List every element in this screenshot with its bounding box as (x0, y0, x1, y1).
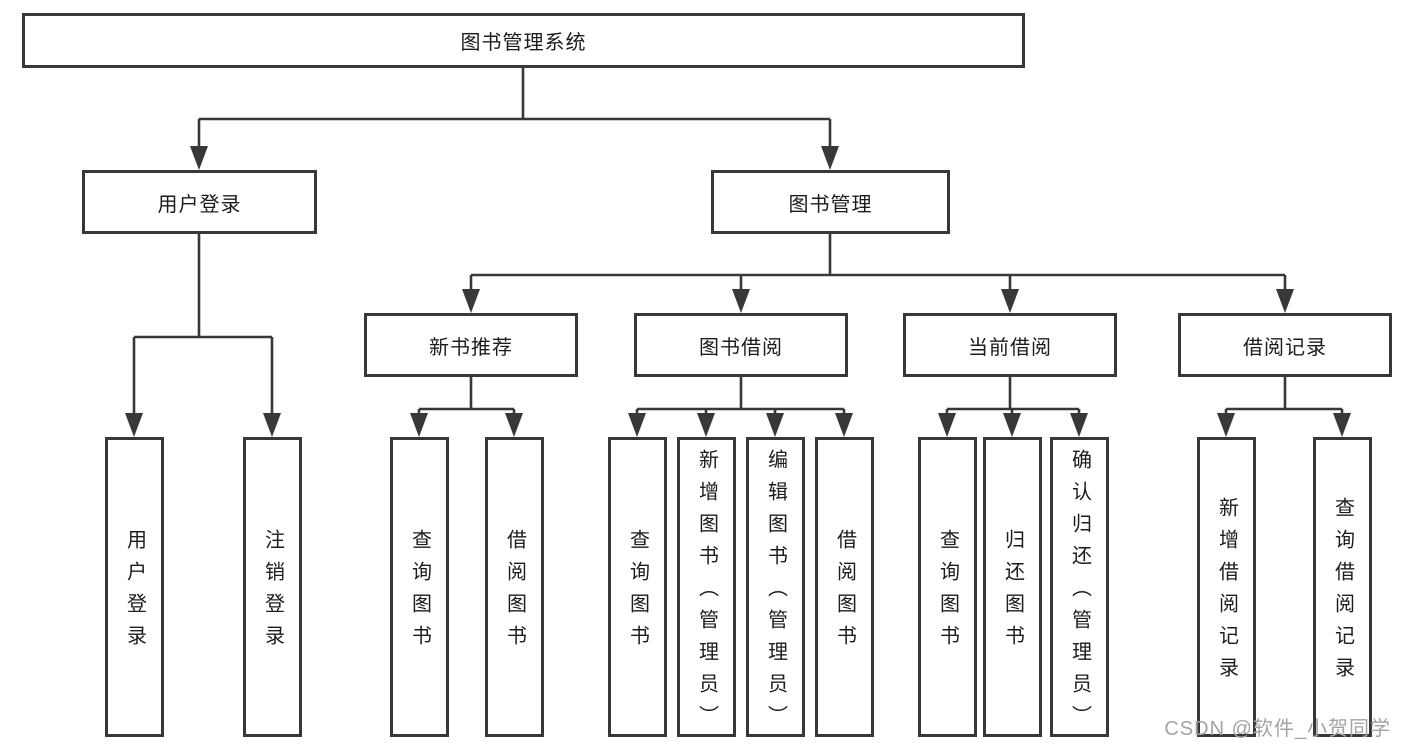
leaf-label: 用户登录 (123, 529, 146, 657)
leaf-edit-books-admin: 编辑图书（管理员） (746, 437, 805, 737)
node-label: 借阅记录 (1243, 336, 1327, 359)
node-label: 当前借阅 (968, 336, 1052, 359)
node-borrow-records: 借阅记录 (1178, 313, 1392, 377)
leaf-add-borrow-record: 新增借阅记录 (1197, 437, 1256, 737)
leaf-label: 查询借阅记录 (1331, 497, 1354, 689)
leaf-query-borrow-record: 查询借阅记录 (1313, 437, 1372, 737)
leaf-label: 查询图书 (936, 529, 959, 657)
leaf-user-login: 用户登录 (105, 437, 164, 737)
leaf-query-books-borrow: 查询图书 (608, 437, 667, 737)
node-new-book-recommend: 新书推荐 (364, 313, 578, 377)
leaf-label: 新增图书（管理员） (695, 449, 718, 737)
csdn-watermark: CSDN @软件_小贺同学 (1164, 718, 1391, 740)
leaf-label: 编辑图书（管理员） (764, 449, 787, 737)
leaf-add-books-admin: 新增图书（管理员） (677, 437, 736, 737)
leaf-confirm-return-admin: 确认归还（管理员） (1050, 437, 1109, 737)
node-label: 图书管理 (788, 193, 873, 216)
node-library-management-system: 图书管理系统 (22, 13, 1025, 68)
leaf-label: 确认归还（管理员） (1068, 449, 1091, 737)
leaf-label: 新增借阅记录 (1215, 497, 1238, 689)
leaf-label: 查询图书 (408, 529, 431, 657)
leaf-borrow-books-recommend: 借阅图书 (485, 437, 544, 737)
leaf-label: 注销登录 (261, 529, 284, 657)
node-current-borrow: 当前借阅 (903, 313, 1117, 377)
node-label: 图书管理系统 (460, 32, 587, 54)
leaf-borrow-books: 借阅图书 (815, 437, 874, 737)
node-user-login: 用户登录 (82, 170, 317, 234)
node-book-borrow: 图书借阅 (634, 313, 848, 377)
leaf-query-books-recommend: 查询图书 (390, 437, 449, 737)
leaf-return-books: 归还图书 (983, 437, 1042, 737)
leaf-query-books-current: 查询图书 (918, 437, 977, 737)
arrowheads (125, 146, 1351, 437)
node-label: 用户登录 (157, 193, 242, 216)
leaf-label: 查询图书 (626, 529, 649, 657)
node-book-management: 图书管理 (711, 170, 950, 234)
leaf-label: 归还图书 (1001, 529, 1024, 657)
node-label: 图书借阅 (699, 336, 783, 359)
leaf-logout: 注销登录 (243, 437, 302, 737)
leaf-label: 借阅图书 (833, 529, 856, 657)
leaf-label: 借阅图书 (503, 529, 526, 657)
node-label: 新书推荐 (429, 336, 513, 359)
